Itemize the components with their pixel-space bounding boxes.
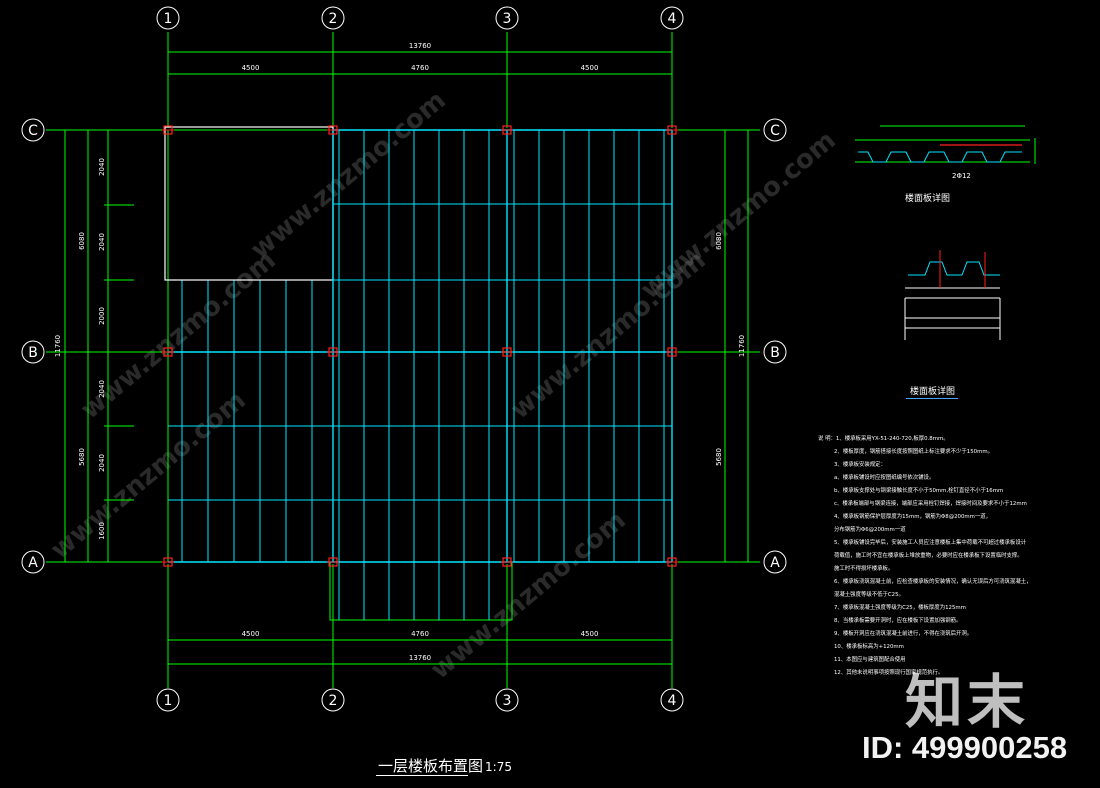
- watermark-logo: 知末: [905, 668, 1030, 736]
- axis-bubble-top-circle: [660, 6, 684, 30]
- dim-sub-left: 2040: [98, 158, 106, 176]
- axis-bubble-right-circle: [763, 118, 787, 142]
- axis-bubble-top-label: 3: [503, 11, 512, 27]
- axis-bubble-top-label: 2: [329, 11, 338, 27]
- dim-bay-top: 4500: [242, 64, 260, 72]
- dimension-labels: 13760 13760 4500 4500 4760 4760 4500 4500 11760 1…: [54, 42, 746, 662]
- axis-bubble-left-label: A: [28, 555, 38, 571]
- dim-total-left: 11760: [54, 335, 62, 357]
- axis-bubble-bottom-circle: [156, 688, 180, 712]
- dim-side-left: 5680: [78, 448, 86, 466]
- dim-sub-left: 2040: [98, 380, 106, 398]
- axis-bubble-top-label: 1: [164, 11, 173, 27]
- column-nodes: [162, 125, 678, 567]
- note-line: 说 明：1、楼承板采用YX-51-240-720,板厚0.8mm。: [818, 436, 949, 442]
- dim-bay-top: 4500: [581, 64, 599, 72]
- axis-bubble-left-circle: [21, 550, 45, 574]
- note-line: 荷载值，施工时不宜在楼承板上堆放重物，必要时应在楼承板下设置临时支撑。: [834, 553, 1023, 559]
- dimension-lines: [64, 51, 749, 665]
- slab-joint-detail: [904, 250, 1001, 340]
- dim-bay-bottom: 4500: [242, 630, 260, 638]
- drawing-title-text: 一层楼板布置图: [378, 757, 484, 775]
- watermark-text: www.znzmo.com: [45, 385, 251, 565]
- note-line: 5、楼承板铺设完毕后，安装施工人员应注意楼板上集中荷载不可超过楼承板设计: [834, 540, 1027, 546]
- dim-side-right: 6080: [715, 232, 723, 250]
- axis-bubble-top-circle: [495, 6, 519, 30]
- note-line: 8、当楼承板需要开洞时，应在楼板下设置加强钢筋。: [834, 618, 962, 624]
- dim-side-right: 5680: [715, 448, 723, 466]
- watermark-id: ID: 499900258: [862, 730, 1068, 765]
- note-line: 分布钢筋为Φ6@200mm一道: [834, 527, 906, 533]
- section-detail-label: 楼面板详图: [905, 194, 951, 204]
- slab-section-detail: 2Φ12: [855, 125, 1036, 180]
- slab-panel-lines: [168, 130, 672, 620]
- axis-bubble-bottom-label: 4: [668, 693, 677, 709]
- note-line: 混凝土强度等级不低于C25。: [834, 592, 904, 598]
- note-line: 12、其他未说明事项按照现行国家规范执行。: [834, 670, 944, 676]
- note-line: 施工时不得损坏楼承板。: [834, 566, 894, 572]
- note-line: 4、楼承板钢筋保护层厚度为15mm，钢筋为Φ8@200mm一道，: [834, 514, 992, 520]
- axis-bubble-bottom-label: 2: [329, 693, 338, 709]
- dim-bay-bottom: 4500: [581, 630, 599, 638]
- section-note: 2Φ12: [952, 172, 971, 180]
- dim-sub-left: 2000: [98, 307, 106, 325]
- drawing-scale: 1:75: [485, 760, 512, 774]
- axis-bubble-top-circle: [156, 6, 180, 30]
- dim-bay-top: 4760: [411, 64, 429, 72]
- watermark-text: www.znzmo.com: [635, 125, 841, 305]
- axis-bubble-right-label: C: [770, 123, 780, 139]
- dim-total-bottom: 13760: [409, 654, 431, 662]
- dim-bay-bottom: 4760: [411, 630, 429, 638]
- note-line: a、楼承板铺设时应按图纸编号依次铺设。: [834, 475, 935, 481]
- axis-bubble-right-circle: [763, 340, 787, 364]
- deck-profile: [858, 151, 1022, 163]
- note-line: 10、楼承板标高为+120mm: [834, 644, 904, 650]
- dim-total-top: 13760: [409, 42, 431, 50]
- drawing-title-underline: [376, 775, 468, 776]
- axis-bubble-left-label: B: [28, 345, 38, 361]
- note-line: c、楼承板端部与钢梁连接，端部应采用栓钉焊接，焊接时间及要求不小于12mm: [834, 501, 1027, 507]
- dim-sub-left: 2040: [98, 233, 106, 251]
- note-line: 3、楼承板安装规定：: [834, 462, 886, 468]
- joint-detail-label: 楼面板详图: [910, 387, 956, 397]
- axis-bubble-right-label: A: [770, 555, 780, 571]
- note-line: 9、楼板开洞应在浇筑混凝土前进行，不得在浇筑后开洞。: [834, 631, 973, 637]
- dim-sub-left: 2040: [98, 454, 106, 472]
- design-notes: 说 明：1、楼承板采用YX-51-240-720,板厚0.8mm。 2、楼板厚度，…: [818, 433, 1078, 680]
- note-line: 11、本图应与建筑图配合使用: [834, 657, 906, 663]
- axis-bubble-right-circle: [763, 550, 787, 574]
- axis-bubble-top-circle: [321, 6, 345, 30]
- axis-bubble-bottom-circle: [321, 688, 345, 712]
- watermark-text: www.znzmo.com: [75, 245, 281, 425]
- joint-deck-profile: [908, 261, 1000, 276]
- axis-bubble-bottom-label: 1: [164, 693, 173, 709]
- dim-side-left: 6080: [78, 232, 86, 250]
- axis-bubble-bottom-circle: [495, 688, 519, 712]
- axis-bubble-left-circle: [21, 340, 45, 364]
- axis-bubble-left-circle: [21, 118, 45, 142]
- axis-bubble-right-label: B: [770, 345, 780, 361]
- joint-detail-underline: [906, 398, 958, 399]
- note-line: 6、楼承板浇筑混凝土前，应检查楼承板的安装情况，确认无误后方可浇筑混凝土，: [834, 579, 1032, 585]
- axis-bubble-top-label: 4: [668, 11, 677, 27]
- note-line: b、楼承板支撑处与钢梁接触长度不小于50mm,栓钉直径不小于16mm: [834, 488, 1004, 494]
- dim-total-right: 11760: [738, 335, 746, 357]
- dim-sub-left: 1600: [98, 522, 106, 540]
- axis-bubble-bottom-circle: [660, 688, 684, 712]
- watermark-text: www.znzmo.com: [425, 505, 631, 685]
- axis-bubble-left-label: C: [28, 123, 38, 139]
- watermark-text: www.znzmo.com: [245, 85, 451, 265]
- axis-bubble-bottom-label: 3: [503, 693, 512, 709]
- note-line: 2、楼板厚度，钢筋搭接长度按照图纸上标注要求不少于150mm。: [834, 449, 993, 455]
- note-line: 7、楼承板混凝土强度等级为C25，楼板厚度为125mm: [834, 605, 966, 611]
